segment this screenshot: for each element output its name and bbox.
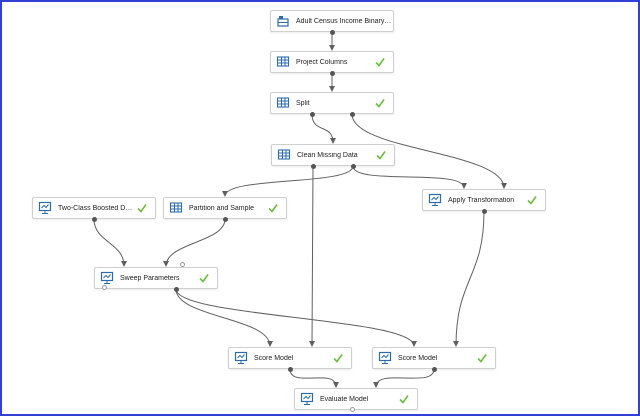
module-boosted[interactable]: Two-Class Boosted Decision T... [32, 197, 156, 219]
module-label: Partition and Sample [189, 204, 254, 212]
checkmark-icon [137, 204, 147, 213]
checkmark-icon [376, 151, 386, 160]
table-icon [276, 97, 290, 108]
connector-clean-to-partition[interactable] [222, 165, 354, 197]
module-label: Split [296, 99, 310, 107]
module-label: Adult Census Income Binary C... [296, 17, 393, 25]
module-split[interactable]: Split [270, 92, 394, 114]
model-icon [234, 351, 248, 364]
module-apply[interactable]: Apply Transformation [422, 189, 546, 211]
connector-split-to-clean[interactable] [311, 113, 336, 144]
checkmark-icon [199, 274, 209, 283]
connector-clean-to-score1[interactable] [309, 165, 316, 347]
module-label: Score Model [398, 354, 438, 362]
checkmark-icon [268, 204, 278, 213]
connector-apply-to-score2[interactable] [453, 210, 485, 347]
output-port[interactable] [350, 163, 356, 169]
unconnected-port[interactable] [349, 406, 355, 412]
unconnected-port[interactable] [179, 261, 185, 267]
output-port[interactable] [91, 216, 97, 222]
module-label: Clean Missing Data [297, 151, 358, 159]
model-icon [38, 201, 52, 214]
model-icon [378, 351, 392, 364]
model-icon [428, 193, 442, 206]
checkmark-icon [527, 196, 537, 205]
module-score1[interactable]: Score Model [228, 347, 352, 369]
module-label: Score Model [254, 354, 294, 362]
module-label: Two-Class Boosted Decision T... [58, 204, 133, 212]
connector-boosted-to-sweep[interactable] [93, 218, 127, 267]
connector-partition-to-sweep[interactable] [163, 218, 226, 267]
model-icon [300, 392, 314, 405]
table-icon [169, 202, 183, 213]
module-evaluate[interactable]: Evaluate Model [294, 388, 418, 410]
checkmark-icon [375, 58, 385, 67]
output-port[interactable] [329, 70, 335, 76]
module-label: Evaluate Model [320, 395, 369, 403]
output-port[interactable] [431, 366, 437, 372]
module-partition[interactable]: Partition and Sample [163, 197, 287, 219]
output-port[interactable] [349, 111, 355, 117]
output-port[interactable] [481, 208, 487, 214]
module-project[interactable]: Project Columns [270, 51, 394, 73]
connector-split-to-apply[interactable] [351, 113, 507, 189]
table-icon [277, 149, 291, 160]
module-score2[interactable]: Score Model [372, 347, 496, 369]
connector-score1-to-evaluate[interactable] [289, 368, 339, 388]
dataset-icon [277, 16, 289, 27]
output-port[interactable] [329, 29, 335, 35]
module-dataset[interactable]: Adult Census Income Binary C... [270, 10, 394, 32]
model-icon [100, 271, 114, 284]
module-label: Apply Transformation [448, 196, 515, 204]
table-icon [276, 56, 290, 67]
checkmark-icon [399, 395, 409, 404]
unconnected-port[interactable] [101, 284, 107, 290]
module-label: Sweep Parameters [120, 274, 180, 282]
connector-clean-to-apply[interactable] [352, 165, 467, 189]
output-port[interactable] [287, 366, 293, 372]
checkmark-icon [375, 99, 385, 108]
output-port[interactable] [310, 163, 316, 169]
checkmark-icon [333, 354, 343, 363]
module-label: Project Columns [296, 58, 348, 66]
module-sweep[interactable]: Sweep Parameters [94, 267, 218, 289]
output-port[interactable] [222, 216, 228, 222]
module-clean[interactable]: Clean Missing Data [271, 144, 395, 166]
connector-sweep-to-score1[interactable] [175, 288, 273, 347]
output-port[interactable] [309, 111, 315, 117]
connector-sweep-to-score2[interactable] [175, 288, 417, 347]
checkmark-icon [477, 354, 487, 363]
connector-score2-to-evaluate[interactable] [373, 368, 435, 388]
output-port[interactable] [173, 286, 179, 292]
